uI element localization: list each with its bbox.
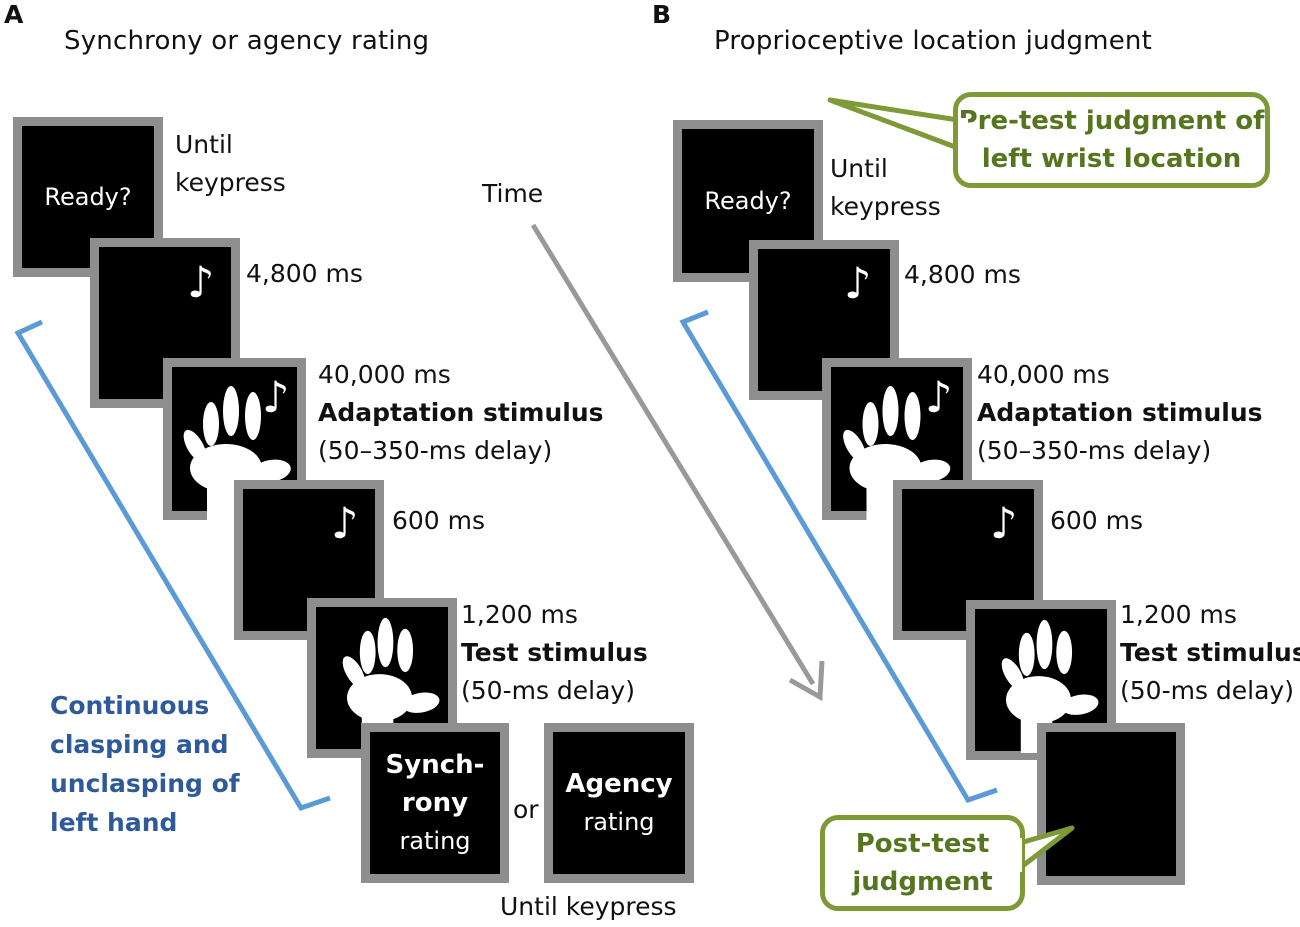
synchrony-line3: rating: [399, 827, 471, 855]
duration-600-label: 600 ms: [392, 506, 486, 535]
post-test-line1: Post-test: [855, 829, 990, 859]
ready-text: Ready?: [44, 183, 132, 211]
hand-icon: [183, 386, 291, 520]
panel-b-letter: B: [652, 0, 672, 29]
time-label: Time: [482, 179, 544, 208]
synchrony-rating-screen: Synch- rony rating: [361, 723, 509, 883]
duration-4800-label: 4,800 ms: [904, 260, 1021, 289]
pre-test-line2: left wrist location: [981, 144, 1242, 174]
hand-icon: [843, 386, 951, 520]
panel-a-title: Synchrony or agency rating: [64, 26, 430, 56]
post-test-callout: Post-test judgment: [820, 815, 1025, 911]
continuous-clasping-text: Continuous clasping and unclasping of le…: [50, 691, 240, 837]
judgment-screen: [1037, 723, 1185, 885]
ready-text: Ready?: [704, 187, 792, 215]
until-keypress-bottom-label: Until keypress: [500, 892, 677, 921]
duration-600-label: 600 ms: [1050, 506, 1144, 535]
music-note-icon: ♪: [925, 373, 953, 423]
adaptation-label: 40,000 ms Adaptation stimulus (50–350-ms…: [977, 360, 1263, 465]
test-label: 1,200 ms Test stimulus (50-ms delay): [1120, 600, 1300, 705]
ready-screen: Ready?: [673, 120, 823, 282]
agency-line2: rating: [583, 808, 655, 836]
pre-test-line1: Pre-test judgment of: [958, 106, 1265, 136]
music-note-icon: ♪: [187, 258, 215, 308]
music-note-icon: ♪: [331, 499, 359, 549]
pre-test-callout: Pre-test judgment of left wrist location: [953, 92, 1270, 188]
agency-line1: Agency: [565, 769, 673, 799]
hand-icon: [1001, 619, 1099, 753]
synchrony-line2: rony: [401, 788, 469, 818]
agency-rating-screen: Agency rating: [544, 723, 694, 883]
pointer-join-pre: [958, 118, 968, 152]
music-note-icon: ♪: [990, 499, 1018, 549]
duration-4800-label: 4,800 ms: [246, 259, 363, 288]
adaptation-label: 40,000 ms Adaptation stimulus (50–350-ms…: [318, 360, 604, 465]
music-note-icon: ♪: [262, 373, 290, 423]
panel-a-letter: A: [4, 0, 24, 29]
pointer-join-post: [1012, 838, 1022, 872]
post-test-line2: judgment: [852, 867, 993, 897]
synchrony-line1: Synch-: [385, 750, 485, 780]
music-note-icon: ♪: [844, 259, 872, 309]
test-label: 1,200 ms Test stimulus (50-ms delay): [461, 600, 648, 705]
panel-b-title: Proprioceptive location judgment: [714, 26, 1152, 56]
test-screen: [966, 600, 1116, 760]
or-label: or: [513, 795, 539, 824]
